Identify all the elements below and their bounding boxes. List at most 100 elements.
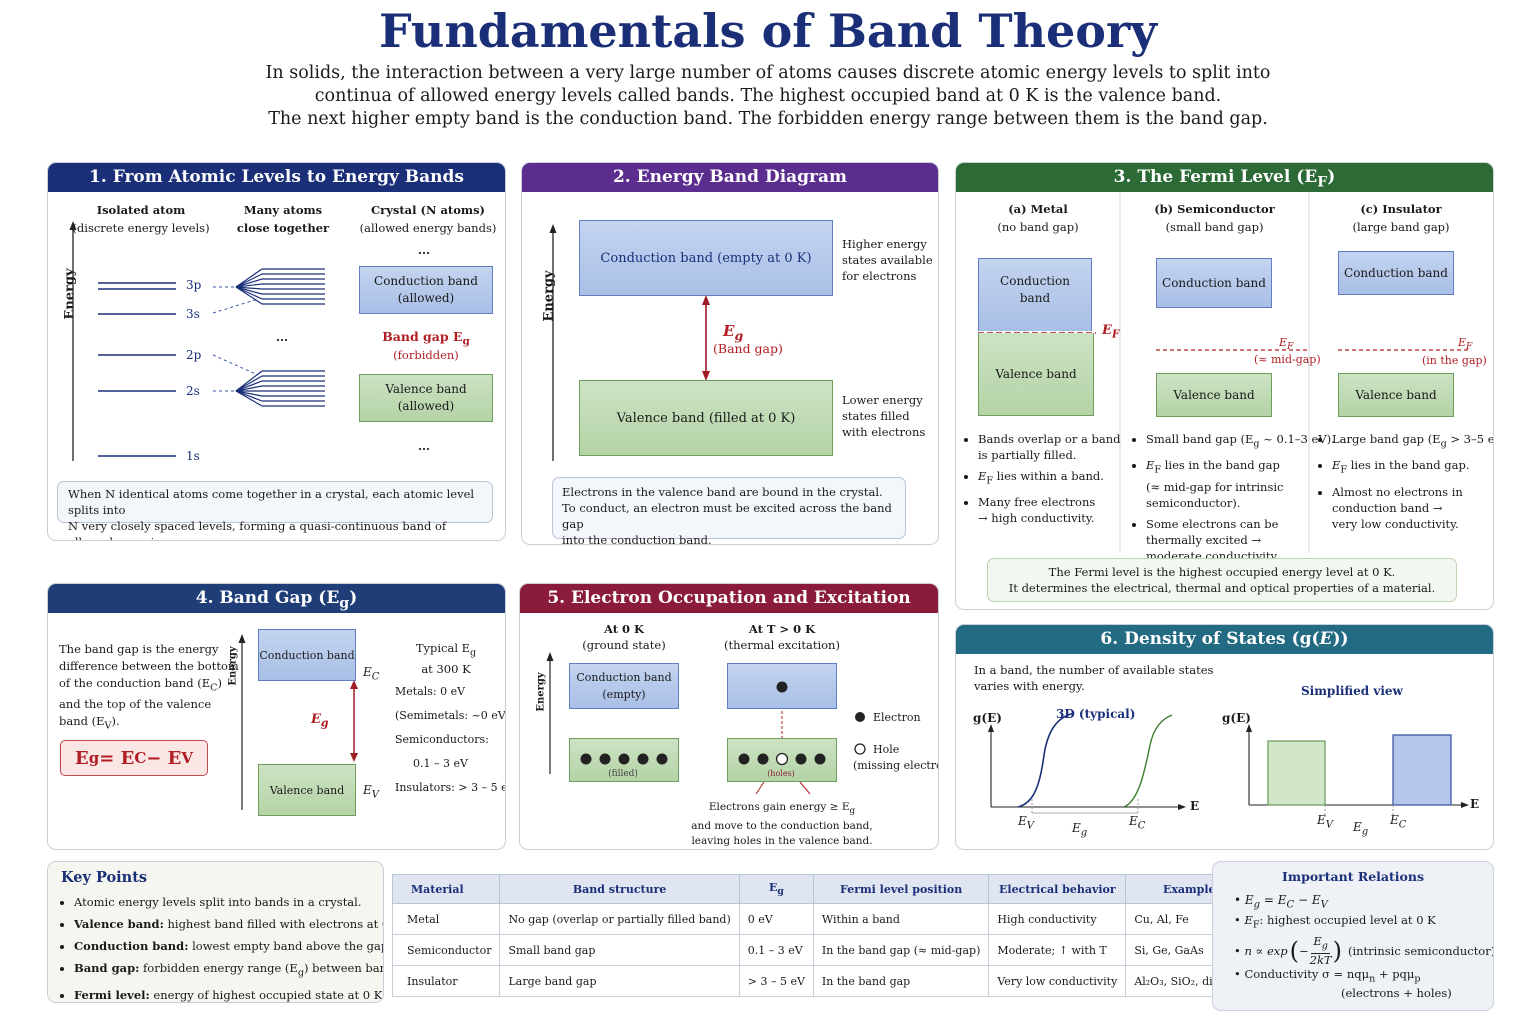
semiconductor-conduction-band: Conduction band	[1156, 258, 1272, 308]
semiconductor-sub: (small band gap)	[1165, 220, 1264, 234]
panel-1-note: When N identical atoms come together in …	[57, 481, 493, 540]
semiconductor-fermi-note: (≈ mid-gap)	[1254, 353, 1321, 366]
table-cell: High conductivity	[988, 903, 1127, 935]
insulator-conduction-band: Conduction band	[1338, 251, 1454, 295]
panel-3-header: 3. The Fermi Level (EF)	[956, 163, 1493, 192]
panel-density-of-states: 6. Density of States (g(E)) In a band, t…	[955, 624, 1494, 850]
insulator-heading: (c) Insulator	[1360, 202, 1442, 216]
level-label-3s: 3s	[186, 307, 200, 321]
level-label-1s: 1s	[186, 449, 200, 463]
panel-fermi-level: 3. The Fermi Level (EF) (a) Metal (no ba…	[955, 162, 1494, 610]
metal-fermi-label: EF	[1102, 323, 1120, 341]
key-points-title: Key Points	[61, 869, 148, 886]
panel-2-note: Electrons in the valence band are bound …	[552, 477, 906, 544]
metal-heading: (a) Metal	[1008, 202, 1068, 216]
band-gap-label: (Band gap)	[713, 341, 783, 356]
band-gap-description: The band gap is the energy difference be…	[59, 642, 239, 732]
intro-line: The next higher empty band is the conduc…	[268, 109, 1268, 129]
table-cell: Large band gap	[499, 965, 740, 997]
table-row: Semiconductor Small band gap 0.1 – 3 eV …	[391, 934, 1260, 966]
metal-sub: (no band gap)	[997, 220, 1079, 234]
left-heading: At 0 K	[603, 622, 645, 636]
dos-xlabel-simple: E	[1470, 797, 1480, 811]
excitation-caption: Electrons gain energy ≥ Eg and move to t…	[691, 801, 873, 848]
band-gap-symbol: Eg	[723, 322, 744, 343]
page-title: Fundamentals of Band Theory	[379, 4, 1157, 58]
relations-box: Important Relations • Eg = EC − EV • EF:…	[1212, 861, 1494, 1011]
relation-3: • n ∝ exp (− Eg 2kT ) (intrinsic semicon…	[1234, 934, 1494, 967]
dos-ylabel-simple: g(E)	[1222, 711, 1251, 725]
comparison-table: Material Band structure Eg Fermi level p…	[391, 874, 1260, 997]
table-cell: > 3 – 5 eV	[738, 965, 814, 997]
dos-ylabel: g(E)	[973, 711, 1002, 725]
relation-4: • Conductivity σ = nqμn + pqμp	[1234, 967, 1421, 985]
energy-axis-label: Energy	[227, 646, 239, 686]
eg-label: Eg	[311, 712, 329, 730]
right-heading: At T > 0 K	[748, 622, 816, 636]
legend-electron: Electron	[873, 711, 921, 724]
panel-6-header: 6. Density of States (g(E))	[956, 625, 1493, 654]
table-cell: 0.1 – 3 eV	[738, 934, 814, 966]
table-row: Insulator Large band gap > 3 – 5 eV In t…	[391, 965, 1260, 997]
relation-4-note: (electrons + holes)	[1341, 986, 1452, 1000]
level-label-2p: 2p	[186, 348, 202, 362]
panel-3-note: The Fermi level is the highest occupied …	[987, 558, 1457, 602]
insulator-valence-band: Valence band	[1338, 373, 1454, 417]
relation-1: • Eg = EC − EV	[1234, 893, 1328, 911]
key-point: Fermi level: energy of highest occupied …	[74, 984, 383, 1002]
dots: ...	[418, 243, 431, 257]
panel-occupation: 5. Electron Occupation and Excitation At…	[519, 583, 939, 850]
table-cell: Very low conductivity	[988, 965, 1127, 997]
insulator-bullet-1: Large band gap (Eg > 3–5 eV).	[1332, 431, 1493, 452]
table-row: Metal No gap (overlap or partially fille…	[391, 903, 1260, 935]
col-sub-isolated: (discrete energy levels)	[72, 221, 210, 235]
th-electrical: Electrical behavior	[988, 874, 1127, 904]
semiconductor-fermi-label: EF	[1279, 336, 1294, 353]
col-label-many: Many atoms	[243, 203, 323, 217]
electron-dots	[580, 681, 866, 766]
insulator-fermi-label: EF	[1458, 336, 1473, 353]
insulator-sub: (large band gap)	[1352, 220, 1450, 234]
atomic-levels-diagram	[69, 221, 325, 461]
key-point: Band gap: forbidden energy range (Eg) be…	[74, 957, 383, 984]
ec-label: EC	[363, 665, 380, 683]
dos-description: In a band, the number of available state…	[974, 663, 1214, 693]
insulator-bullet-2: EF lies in the band gap.	[1332, 457, 1493, 478]
col-label-crystal: Crystal (N atoms)	[371, 203, 485, 217]
valence-band: Valence band	[258, 764, 356, 816]
insulator-bullets: Large band gap (Eg > 3–5 eV). EF lies in…	[1318, 431, 1493, 537]
simplified-label: Simplified view	[1301, 684, 1403, 698]
legend-hole: Hole	[873, 743, 900, 756]
table-header-row: Material Band structure Eg Fermi level p…	[391, 874, 1260, 904]
eg-label-simple: Eg	[1353, 820, 1369, 838]
key-points-box: Key Points Atomic energy levels split in…	[47, 861, 384, 1003]
dos-plots	[988, 712, 1469, 815]
col-sub-crystal: (allowed energy bands)	[359, 221, 497, 235]
ec-label-simple: EC	[1390, 813, 1407, 831]
level-label-3p: 3p	[186, 278, 202, 292]
valence-band-allowed: Valence band(allowed)	[359, 374, 493, 422]
panel-2-header: 2. Energy Band Diagram	[522, 163, 938, 192]
panel-1-header: 1. From Atomic Levels to Energy Bands	[48, 163, 505, 192]
ev-label: EV	[363, 783, 379, 801]
table-cell: Within a band	[812, 903, 990, 935]
semiconductor-bullets: Small band gap (Eg ~ 0.1–3 eV). EF lies …	[1132, 431, 1335, 569]
ec-label: EC	[1129, 814, 1146, 832]
semiconductor-bullet-2: EF lies in the band gap(≈ mid-gap for in…	[1146, 457, 1335, 510]
left-sub: (ground state)	[582, 638, 666, 652]
dots: ...	[276, 330, 289, 344]
valence-band: Valence band (filled at 0 K)	[579, 380, 833, 456]
band-gap-diagram	[238, 634, 358, 810]
th-band-structure: Band structure	[499, 874, 740, 904]
insulator-fermi-note: (in the gap)	[1422, 354, 1487, 367]
panel-5-header: 5. Electron Occupation and Excitation	[520, 584, 938, 613]
semiconductor-bullet-1: Small band gap (Eg ~ 0.1–3 eV).	[1146, 431, 1335, 452]
panel-atomic-levels: 1. From Atomic Levels to Energy Bands Is…	[47, 162, 506, 541]
metal-valence-band: Valence band	[978, 333, 1094, 416]
conduction-band-allowed: Conduction band(allowed)	[359, 266, 493, 314]
conduction-band: Conduction band (empty at 0 K)	[579, 220, 833, 296]
